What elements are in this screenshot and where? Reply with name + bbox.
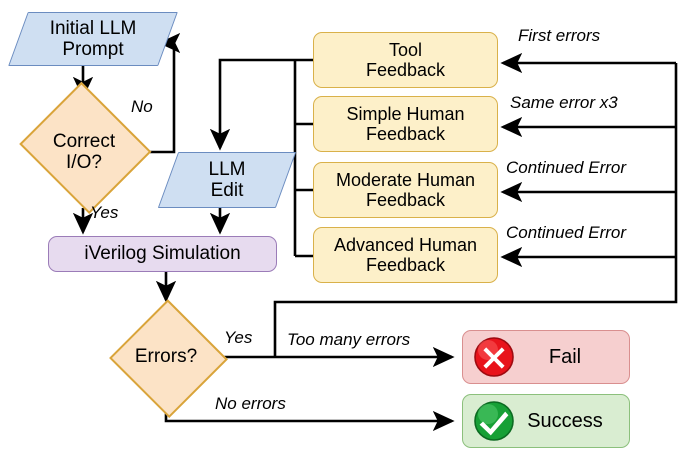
llm-edit-text: LLM Edit [209, 159, 246, 202]
edge-label-continued-error-1: Continued Error [506, 158, 627, 177]
moderate-human-feedback-line1: Moderate Human [335, 169, 476, 190]
node-tool-feedback[interactable]: Tool Feedback [313, 32, 498, 88]
moderate-human-feedback-line2: Feedback [365, 190, 446, 210]
tool-feedback-line1: Tool [388, 39, 423, 60]
tool-feedback-text: Tool Feedback [366, 40, 445, 80]
initial-llm-prompt-line1: Initial LLM [49, 17, 137, 39]
advanced-human-feedback-text: Advanced Human Feedback [334, 235, 477, 275]
node-llm-edit[interactable]: LLM Edit [157, 152, 297, 208]
edge-no-to-success [164, 410, 455, 432]
node-iverilog-simulation[interactable]: iVerilog Simulation [48, 236, 277, 272]
edge-label-no: No [131, 97, 153, 116]
edge-label-yes-errors: Yes [224, 328, 253, 347]
llm-edit-line2: Edit [210, 180, 244, 201]
fail-label: Fail [548, 345, 582, 368]
success-check-icon [473, 400, 515, 442]
correct-io-line2: I/O? [66, 152, 102, 173]
node-errors-decision[interactable]: Errors? [108, 298, 228, 418]
initial-llm-prompt-line2: Prompt [62, 39, 124, 60]
correct-io-line1: Correct [52, 130, 116, 152]
edge-label-continued-error-2: Continued Error [506, 223, 627, 242]
node-success[interactable]: Success [462, 394, 630, 448]
moderate-human-feedback-text: Moderate Human Feedback [336, 170, 475, 210]
node-advanced-human-feedback[interactable]: Advanced Human Feedback [313, 227, 498, 283]
node-correct-io-decision[interactable]: Correct I/O? [18, 82, 152, 215]
advanced-human-feedback-line1: Advanced Human [333, 234, 478, 255]
edge-label-first-errors: First errors [518, 26, 601, 45]
edge-label-same-error-x3: Same error x3 [510, 93, 618, 112]
edge-feedback-to-llmedit [209, 58, 295, 151]
edge-label-yes-correct: Yes [90, 203, 119, 222]
edge-label-too-many-errors: Too many errors [287, 330, 411, 349]
node-initial-llm-prompt[interactable]: Initial LLM Prompt [8, 12, 178, 66]
simple-human-feedback-text: Simple Human Feedback [346, 104, 464, 144]
edge-errors-return-bus [273, 63, 678, 357]
correct-io-text: Correct I/O? [53, 131, 115, 174]
error-cross-icon [473, 336, 515, 378]
node-moderate-human-feedback[interactable]: Moderate Human Feedback [313, 162, 498, 218]
edge-no-loop [150, 32, 181, 154]
node-simple-human-feedback[interactable]: Simple Human Feedback [313, 96, 498, 152]
initial-llm-prompt-text: Initial LLM Prompt [50, 18, 137, 61]
llm-edit-line1: LLM [208, 158, 246, 180]
simple-human-feedback-line2: Feedback [365, 124, 446, 144]
simple-human-feedback-line1: Simple Human [346, 103, 465, 124]
node-fail[interactable]: Fail [462, 330, 630, 384]
success-label: Success [527, 409, 603, 432]
tool-feedback-line2: Feedback [365, 60, 446, 80]
iverilog-simulation-label: iVerilog Simulation [84, 243, 241, 265]
errors-label: Errors? [134, 346, 198, 368]
advanced-human-feedback-line2: Feedback [365, 255, 446, 275]
edge-label-no-errors: No errors [215, 394, 286, 413]
